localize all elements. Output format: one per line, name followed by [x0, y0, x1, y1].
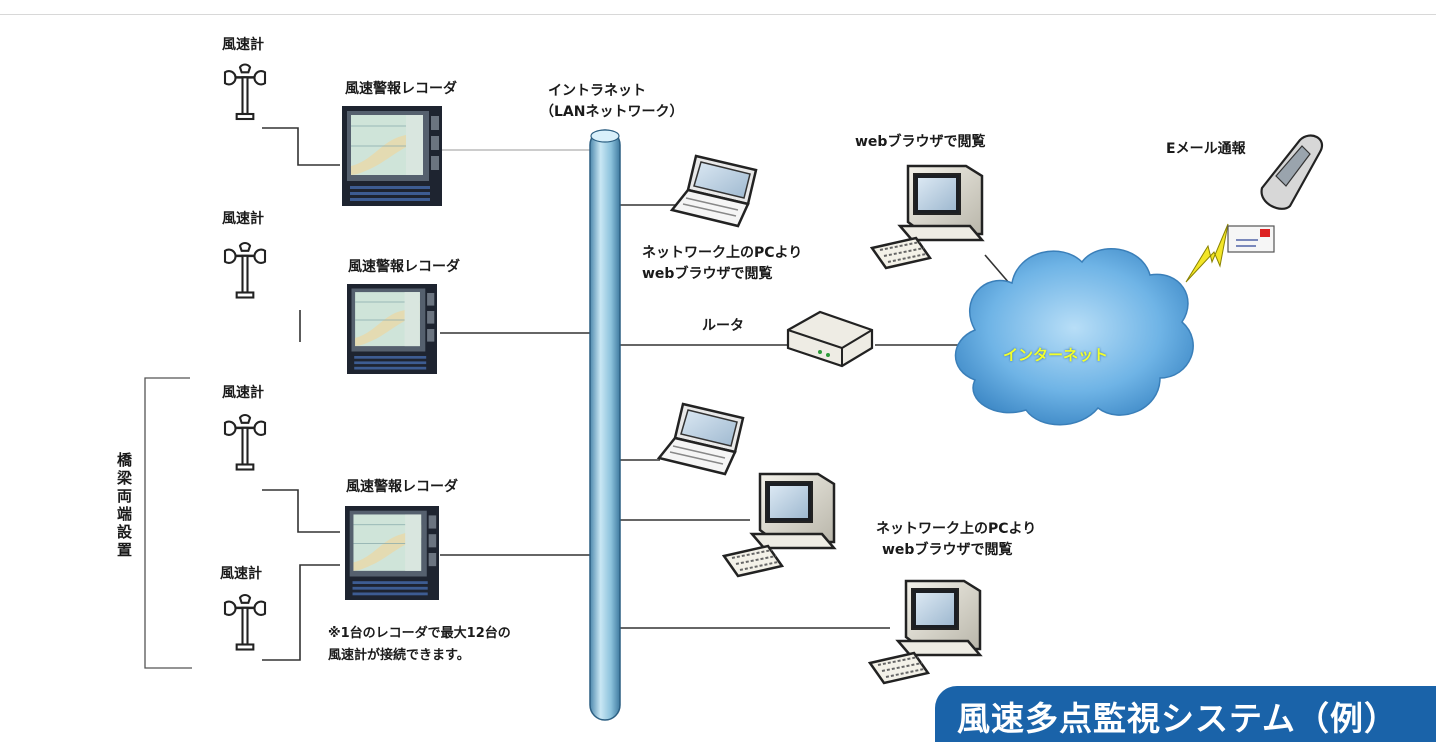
email-envelope-icon — [1227, 225, 1275, 253]
network-pc-label-1-line2: webブラウザで閲覧 — [642, 266, 773, 282]
lan-pipe — [589, 129, 621, 721]
internet-cloud — [954, 248, 1194, 426]
mobile-phone-icon — [1260, 134, 1323, 210]
anemometer-label-4: 風速計 — [220, 566, 262, 582]
network-pc-label-1-line1: ネットワーク上のPCより — [642, 245, 803, 261]
web-browse-label: webブラウザで閲覧 — [855, 134, 986, 150]
anemometer-label-1: 風速計 — [222, 37, 264, 53]
recorder-label-1: 風速警報レコーダ — [345, 81, 457, 97]
note-line2: 風速計が接続できます。 — [328, 648, 470, 663]
email-label: Eメール通報 — [1166, 141, 1246, 157]
bridge-both-ends-label: 橋梁両端設置 — [115, 452, 133, 560]
anemometer-label-3: 風速計 — [222, 385, 264, 401]
intranet-label-line1: イントラネット — [548, 83, 646, 99]
router-label: ルータ — [702, 318, 744, 334]
router-device — [786, 310, 874, 368]
network-pc-label-2-line2: webブラウザで閲覧 — [882, 542, 1013, 558]
top-border — [0, 14, 1436, 15]
banner-title: 風速多点監視システム（例） — [957, 699, 1399, 738]
recorder-label-2: 風速警報レコーダ — [348, 259, 460, 275]
network-pc-label-2-line1: ネットワーク上のPCより — [876, 521, 1037, 537]
anemometer-label-2: 風速計 — [222, 211, 264, 227]
intranet-label-line2: （LANネットワーク） — [540, 104, 684, 120]
internet-label: インターネット — [1003, 346, 1109, 364]
recorder-label-3: 風速警報レコーダ — [346, 479, 458, 495]
title-banner: 風速多点監視システム（例） — [935, 686, 1436, 742]
note-line1: ※1台のレコーダで最大12台の — [328, 626, 511, 641]
